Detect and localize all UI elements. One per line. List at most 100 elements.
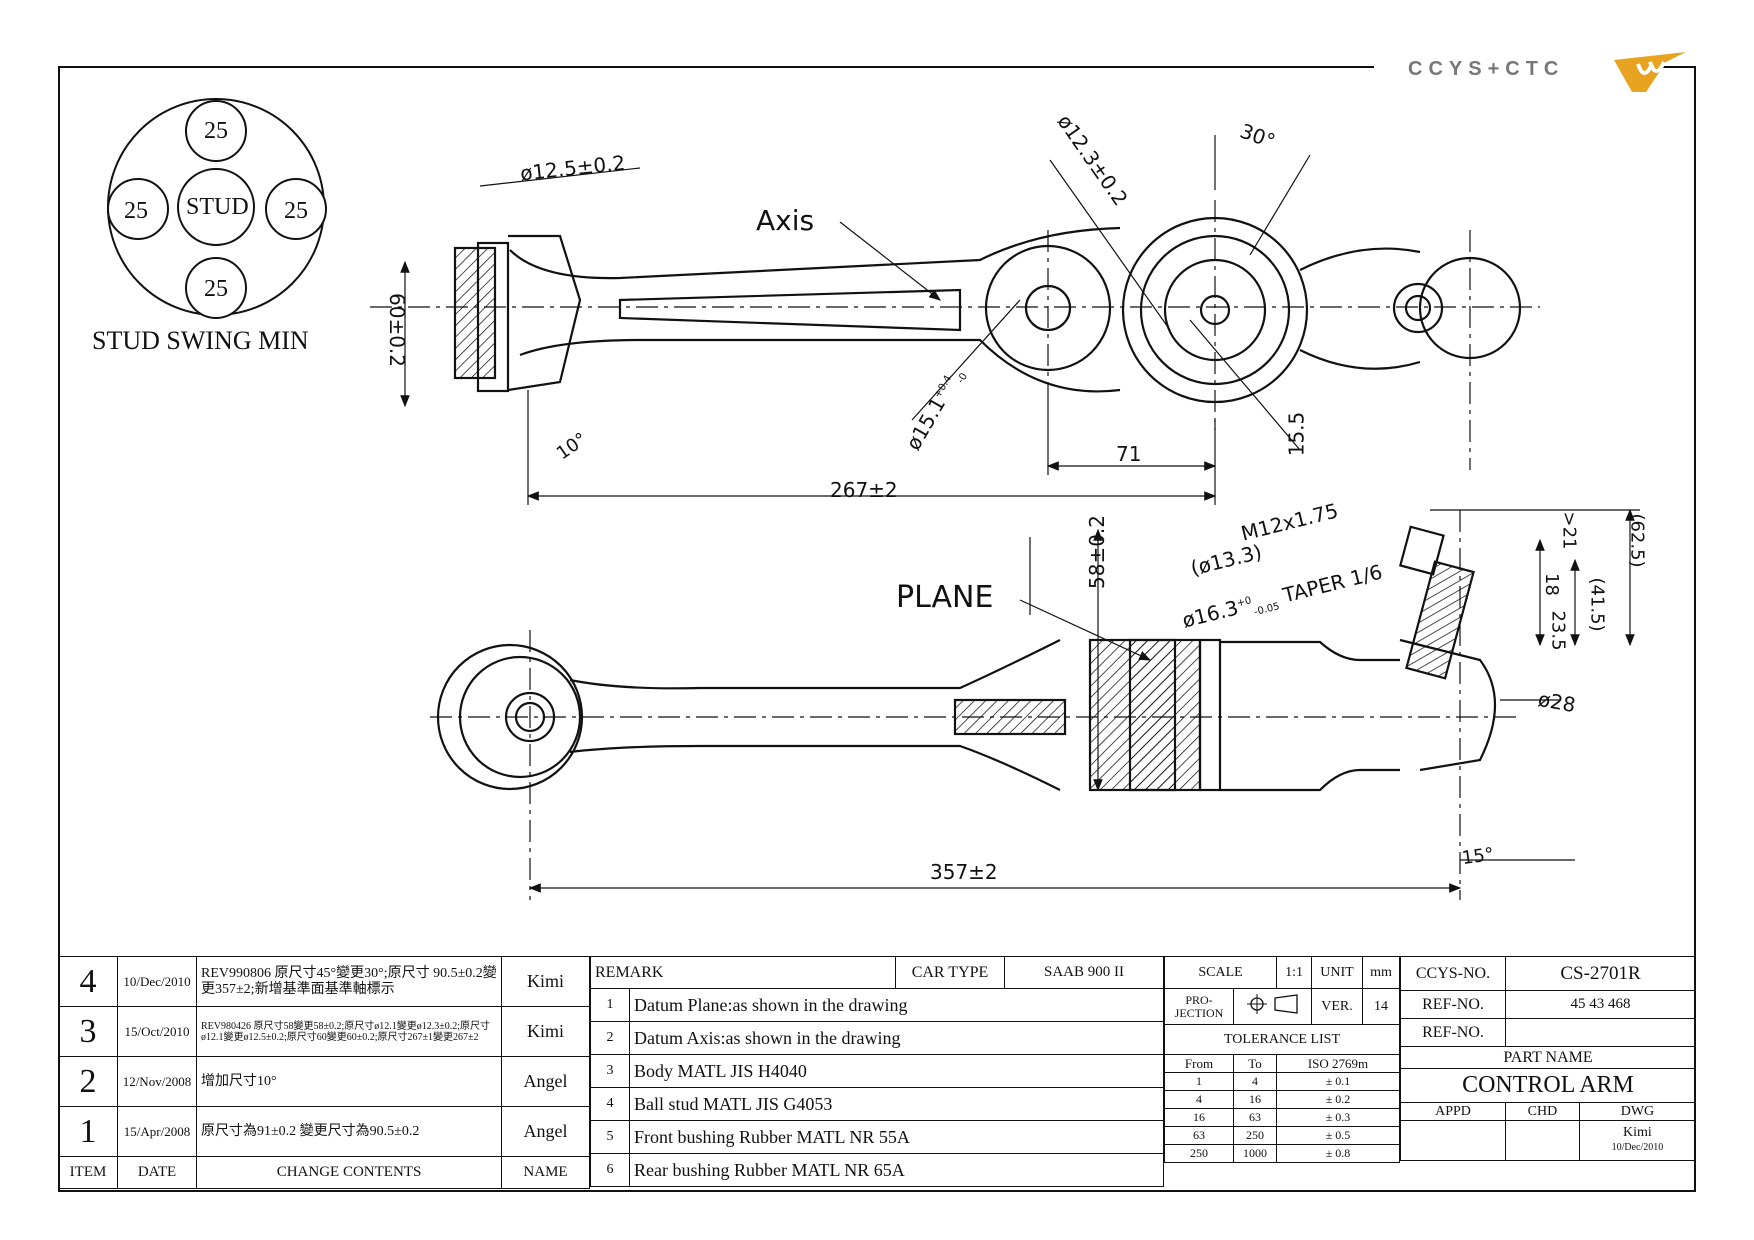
centerlines-side — [430, 510, 1520, 900]
dim-41-5: (41.5) — [1586, 577, 1608, 632]
rev-num: 2 — [58, 1056, 118, 1107]
remark-num: 2 — [590, 1021, 630, 1055]
dim-23-5: 23.5 — [1547, 610, 1569, 651]
remark-item: Ball stud MATL JIS G4053 — [629, 1087, 1164, 1121]
remark-table: REMARK CAR TYPE SAAB 900 II 1 Datum Plan… — [590, 956, 1164, 1187]
car-type-value: SAAB 900 II — [1004, 956, 1164, 989]
drawer-name: Kimi — [1623, 1125, 1652, 1140]
frame-bottom — [58, 1190, 1696, 1192]
engineering-drawing — [107, 98, 1640, 900]
dim-267: 267±2 — [830, 478, 898, 502]
part-name-label: PART NAME — [1400, 1046, 1696, 1069]
projection-label: PRO-JECTION — [1164, 988, 1234, 1025]
tol-to: 4 — [1233, 1072, 1277, 1091]
rev-content: REV990806 原尺寸45°變更30°;原尺寸 90.5±0.2變更357±… — [196, 956, 502, 1007]
remark-num: 3 — [590, 1054, 630, 1088]
centerlines-top — [370, 200, 1540, 470]
tol-header-to: To — [1233, 1054, 1277, 1073]
remark-item: Body MATL JIS H4040 — [629, 1054, 1164, 1088]
rev-name: Angel — [501, 1056, 590, 1107]
rev-header-name: NAME — [501, 1156, 590, 1189]
remark-num: 6 — [590, 1153, 630, 1187]
rev-name: Kimi — [501, 956, 590, 1007]
ccys-no-value: CS-2701R — [1505, 956, 1696, 991]
ref-no-label: REF-NO. — [1400, 990, 1506, 1019]
tol-to: 63 — [1233, 1108, 1277, 1127]
rev-name: Angel — [501, 1106, 590, 1157]
scale-label: SCALE — [1164, 956, 1277, 989]
remark-item: Datum Plane:as shown in the drawing — [629, 988, 1164, 1022]
frame-right — [1694, 66, 1696, 1192]
unit-label: UNIT — [1311, 956, 1363, 989]
dim-62-5: (62.5) — [1626, 513, 1648, 568]
ccys-no-label: CCYS-NO. — [1400, 956, 1506, 991]
dimension-lines-top — [400, 135, 1311, 615]
revision-table: 4 10/Dec/2010 REV990806 原尺寸45°變更30°;原尺寸 … — [58, 956, 590, 1189]
dim-71: 71 — [1116, 442, 1142, 466]
dim-gt-21: >21 — [1558, 511, 1580, 550]
tol-to: 1000 — [1233, 1144, 1277, 1163]
remark-item: Front bushing Rubber MATL NR 55A — [629, 1120, 1164, 1154]
rev-date: 15/Apr/2008 — [117, 1106, 197, 1157]
ver-value: 14 — [1362, 988, 1400, 1025]
remark-num: 4 — [590, 1087, 630, 1121]
chd-sign — [1505, 1120, 1580, 1161]
remark-num: 5 — [590, 1120, 630, 1154]
tol-from: 250 — [1164, 1144, 1234, 1163]
tol-to: 250 — [1233, 1126, 1277, 1145]
stud-swing-diagram — [107, 98, 327, 319]
tolerance-title: TOLERANCE LIST — [1164, 1024, 1400, 1055]
remark-item: Datum Axis:as shown in the drawing — [629, 1021, 1164, 1055]
tol-value: ± 0.1 — [1276, 1072, 1400, 1091]
dim-60: 60±0.2 — [385, 292, 410, 368]
tol-from: 4 — [1164, 1090, 1234, 1109]
company-logo: CCYS+CTC — [1408, 58, 1565, 80]
appd-label: APPD — [1400, 1102, 1506, 1121]
frame-left — [58, 66, 60, 1192]
rev-header-content: CHANGE CONTENTS — [196, 1156, 502, 1189]
spec-table: SCALE 1:1 UNIT mm PRO-JECTION VER. 14 TO… — [1164, 956, 1400, 1163]
remark-num: 1 — [590, 988, 630, 1022]
chd-label: CHD — [1505, 1102, 1580, 1121]
swing-angle-top: 25 — [204, 118, 228, 144]
dim-58: 58±0.2 — [1085, 514, 1110, 590]
rev-num: 3 — [58, 1006, 118, 1057]
rev-content: 增加尺寸10° — [196, 1056, 502, 1107]
ver-label: VER. — [1311, 988, 1363, 1025]
side-view-arm — [436, 525, 1496, 792]
swing-angle-bottom: 25 — [204, 276, 228, 302]
frame-top-right — [1658, 66, 1696, 68]
top-view-arm — [453, 216, 1522, 404]
rev-name: Kimi — [501, 1006, 590, 1057]
rev-header-item: ITEM — [58, 1156, 118, 1189]
tol-value: ± 0.2 — [1276, 1090, 1400, 1109]
dimension-lines-side — [528, 508, 1640, 893]
appd-sign — [1400, 1120, 1506, 1161]
ref-no2-value — [1505, 1018, 1696, 1047]
car-type-label: CAR TYPE — [895, 956, 1005, 989]
rev-num: 4 — [58, 956, 118, 1007]
tol-to: 16 — [1233, 1090, 1277, 1109]
plane-label: PLANE — [896, 580, 994, 615]
remark-item: Rear bushing Rubber MATL NR 65A — [629, 1153, 1164, 1187]
swing-center-label: STUD — [186, 194, 249, 220]
rev-date: 12/Nov/2008 — [117, 1056, 197, 1107]
frame-top — [58, 66, 1374, 68]
rev-content: 原尺寸為91±0.2 變更尺寸為90.5±0.2 — [196, 1106, 502, 1157]
tol-from: 63 — [1164, 1126, 1234, 1145]
dim-15-5: 15.5 — [1284, 411, 1309, 457]
tol-value: ± 0.8 — [1276, 1144, 1400, 1163]
tol-header-from: From — [1164, 1054, 1234, 1073]
dim-357: 357±2 — [930, 860, 998, 884]
tol-value: ± 0.5 — [1276, 1126, 1400, 1145]
rev-num: 1 — [58, 1106, 118, 1157]
swing-angle-right: 25 — [284, 198, 308, 224]
tol-value: ± 0.3 — [1276, 1108, 1400, 1127]
dim-angle-15: 15° — [1460, 843, 1496, 870]
draw-date: 10/Dec/2010 — [1611, 1142, 1664, 1153]
ref-no2-label: REF-NO. — [1400, 1018, 1506, 1047]
projection-symbol-icon — [1232, 988, 1313, 1025]
swing-angle-left: 25 — [124, 198, 148, 224]
part-name-value: CONTROL ARM — [1400, 1068, 1696, 1103]
tol-header-iso: ISO 2769m — [1276, 1054, 1400, 1073]
